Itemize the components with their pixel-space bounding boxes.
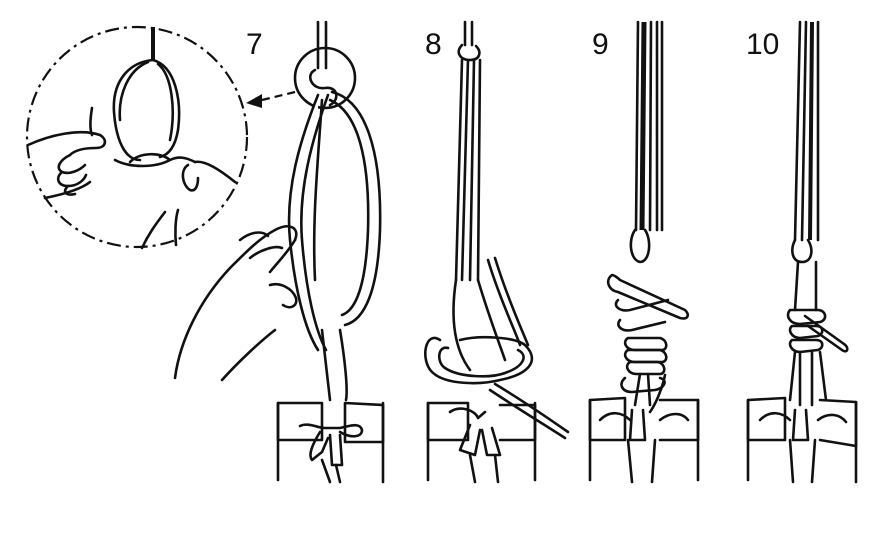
step-9-illustration xyxy=(588,20,700,484)
step-7-illustration xyxy=(173,20,385,484)
step-7-label: 7 xyxy=(246,28,263,61)
step-8-label: 8 xyxy=(425,28,442,61)
step-10-label: 10 xyxy=(746,28,780,61)
step-9-label: 9 xyxy=(592,28,609,61)
step-8-illustration xyxy=(424,20,570,484)
step-10-illustration xyxy=(746,20,858,484)
detail-inset xyxy=(25,25,249,250)
pointer-arrow-icon xyxy=(246,90,296,108)
